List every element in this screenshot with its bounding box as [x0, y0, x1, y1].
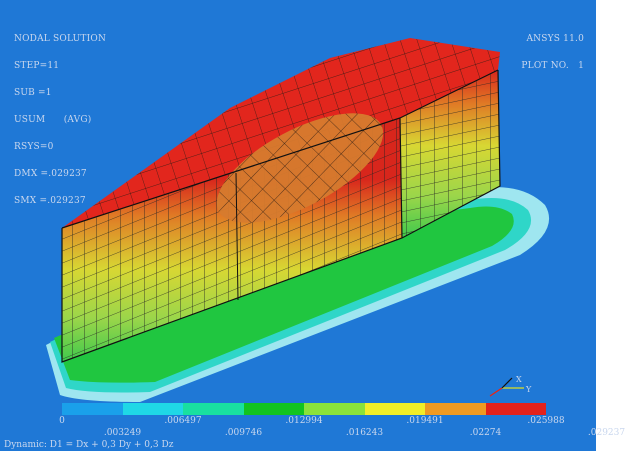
fea-model-plot — [46, 38, 550, 402]
info-line: STEP=11 — [14, 61, 60, 71]
legend-tick-upper: .012994 — [285, 416, 323, 426]
info-line: SMX =.029237 — [14, 196, 86, 206]
legend-color-segment — [243, 403, 304, 415]
legend-tick-upper: .025988 — [527, 416, 565, 426]
legend-tick-lower: .003249 — [103, 428, 142, 438]
legend-color-segment — [485, 403, 546, 415]
legend-tick-upper: .006497 — [164, 416, 202, 426]
version-block: ANSYS 11.0 PLOT NO. 1 — [521, 17, 584, 89]
legend-tick-upper: .019491 — [406, 416, 444, 426]
info-line: NODAL SOLUTION — [14, 34, 107, 44]
legend-color-segment — [364, 403, 425, 415]
legend-color-segment — [62, 403, 123, 415]
triad-y-label: Y — [525, 385, 532, 394]
axis-triad-icon: X Y — [489, 375, 532, 397]
solution-info-block: NODAL SOLUTION STEP=11 SUB =1 USUM (AVG)… — [14, 17, 106, 224]
legend-color-segment — [183, 403, 244, 415]
triad-x-label: X — [516, 375, 522, 384]
info-line: SUB =1 — [14, 88, 52, 98]
legend-tick-lower: .029237 — [587, 428, 625, 438]
info-line: USUM (AVG) — [14, 115, 92, 125]
contour-legend-bar — [62, 403, 546, 415]
legend-tick-upper: 0 — [59, 416, 65, 426]
legend-color-segment — [304, 403, 365, 415]
info-line: DMX =.029237 — [14, 169, 87, 179]
dynamic-formula-text: Dynamic: D1 = Dx + 0,3 Dy + 0,3 Dz — [4, 440, 174, 450]
legend-color-segment — [122, 403, 183, 415]
version-label: ANSYS 11.0 — [526, 34, 584, 44]
legend-tick-lower: .009746 — [224, 428, 263, 438]
legend-color-segment — [425, 403, 486, 415]
legend-tick-lower: .016243 — [345, 428, 384, 438]
info-line: RSYS=0 — [14, 142, 54, 152]
deformation-halo-inner — [54, 206, 514, 383]
plot-number: PLOT NO. 1 — [521, 61, 584, 71]
legend-tick-lower: .02274 — [469, 428, 502, 438]
